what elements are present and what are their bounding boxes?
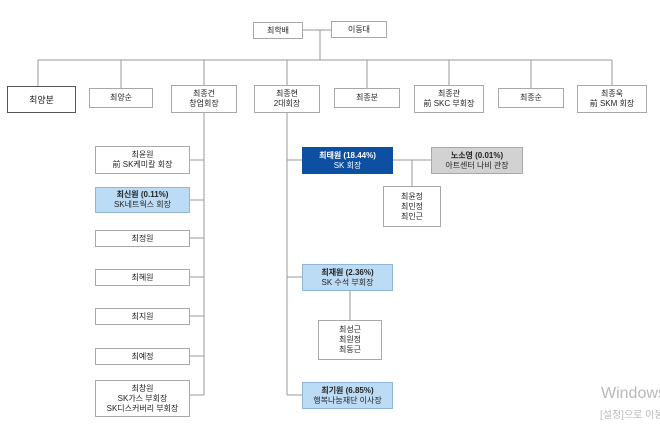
person-name: 최재원 (2.36%) [321, 267, 374, 277]
child-box-7: 최종순 [498, 88, 564, 108]
child-name: 최종순 [519, 93, 543, 102]
mother-name: 이동대 [347, 24, 371, 34]
child-name: 최양분 [29, 94, 54, 105]
child-title: 前 SKC 부회장 [423, 99, 475, 108]
person-name: 최지원 [131, 311, 154, 321]
person-title: SK 수석 부회장 [321, 277, 374, 287]
grandchild-box: 최혜원 [95, 269, 190, 286]
person-name: 최예정 [131, 351, 154, 361]
chey-taewon-box: 최태원 (18.44%) SK 회장 [302, 147, 393, 174]
child-name: 최종현 [275, 89, 299, 98]
person-name: 최성근 [338, 325, 362, 334]
person-name: 최민정 [400, 201, 424, 211]
father-name: 최학배 [266, 25, 290, 35]
giwon-box: 최기원 (6.85%) 행복나눔재단 이사장 [302, 382, 393, 409]
child-box-3: 최종건 창업회장 [171, 85, 237, 113]
person-name: 최태원 (18.44%) [319, 150, 376, 160]
person-name: 최창원 [131, 383, 154, 393]
grandchild-box: 최지원 [95, 308, 190, 325]
child-name: 최양순 [109, 93, 133, 102]
person-title: 아트센터 나비 관장 [445, 160, 509, 170]
grandchild-box: 최윤원 前 SK케미칼 회장 [95, 146, 190, 174]
person-title: 행복나눔재단 이사장 [313, 395, 382, 405]
child-box-6: 최종관 前 SKC 부회장 [414, 85, 484, 113]
great-grandchildren-box: 최성근 최원정 최동근 [318, 320, 382, 360]
grandchild-box: 최창원 SK가스 부회장 SK디스커버리 부회장 [95, 380, 190, 417]
person-name: 최윤정 [400, 191, 424, 201]
grandchild-box-highlight: 최신원 (0.11%) SK네트웍스 회장 [95, 187, 190, 213]
watermark-line-2: [설정]으로 이동하여 [600, 410, 660, 421]
person-name: 최신원 (0.11%) [116, 190, 169, 199]
child-box-1: 최양분 [7, 86, 76, 113]
windows-activation-watermark-sub: [설정]으로 이동하여 [600, 410, 660, 422]
spouse-box: 노소영 (0.01%) 아트센터 나비 관장 [431, 147, 523, 174]
child-name: 최종분 [355, 93, 379, 102]
child-title: 2대회장 [273, 99, 301, 108]
person-name: 최원정 [338, 335, 362, 344]
person-name: 최윤원 [131, 150, 154, 159]
jaewon-box: 최재원 (2.36%) SK 수석 부회장 [302, 264, 393, 291]
child-box-2: 최양순 [89, 88, 153, 108]
person-name: 노소영 (0.01%) [450, 150, 504, 160]
child-title: 창업회장 [189, 99, 219, 108]
person-name: 최인근 [400, 211, 424, 221]
person-name: 최혜원 [131, 272, 154, 282]
person-title: SK네트웍스 회장 [113, 200, 172, 209]
person-title: SK가스 부회장 [117, 393, 168, 403]
person-title: SK 회장 [333, 160, 362, 170]
child-name: 최종건 [192, 89, 216, 98]
grandchild-box: 최정원 [95, 230, 190, 247]
windows-activation-watermark: Windows 정품 인증 [601, 385, 660, 403]
person-name: 최기원 (6.85%) [321, 385, 374, 395]
child-title: 前 SKM 회장 [589, 99, 635, 108]
person-name: 최정원 [131, 233, 154, 243]
grandchild-box: 최예정 [95, 348, 190, 365]
person-title-2: SK디스커버리 부회장 [106, 403, 179, 413]
child-box-4: 최종현 2대회장 [254, 85, 320, 113]
father-box: 최학배 [253, 22, 303, 39]
great-grandchildren-box: 최윤정 최민정 최인근 [383, 186, 441, 227]
child-box-5: 최종분 [334, 88, 400, 108]
watermark-line-1: Windows 정품 인증 [601, 385, 660, 402]
person-title: 前 SK케미칼 회장 [112, 160, 173, 169]
person-name: 최동근 [338, 345, 362, 354]
child-name: 최종관 [437, 89, 461, 98]
child-box-8: 최종욱 前 SKM 회장 [577, 85, 647, 113]
child-name: 최종욱 [600, 89, 624, 98]
mother-box: 이동대 [331, 21, 387, 38]
